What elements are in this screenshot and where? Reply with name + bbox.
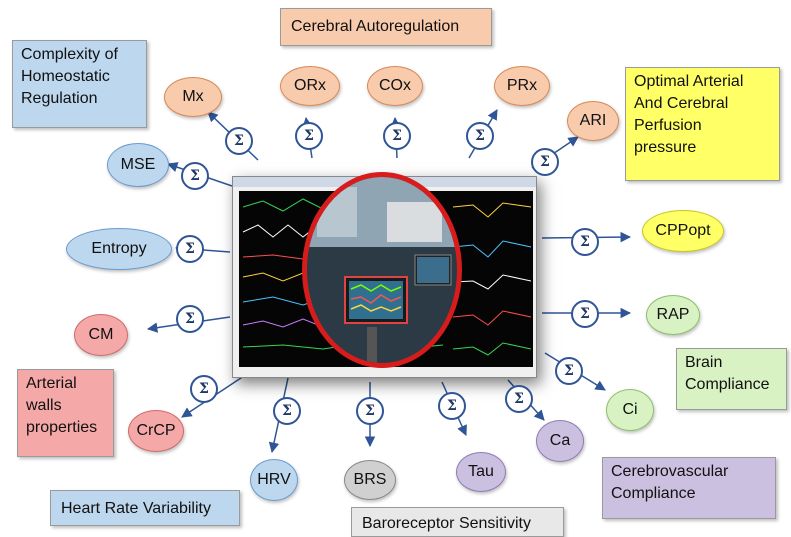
box-heart-rate-variability: Heart Rate Variability [50,490,240,526]
icu-photo-illustration [307,177,457,363]
icu-monitor-photo [302,172,462,368]
box-brain-compliance: Brain Compliance [676,348,787,410]
node-ca: Ca [536,420,584,462]
sigma-icon-brs: Σ [356,397,384,425]
box-cerebral-autoregulation: Cerebral Autoregulation [280,8,492,46]
node-ari: ARI [567,101,619,141]
sigma-icon-hrv: Σ [273,397,301,425]
node-cox: COx [367,66,423,106]
sigma-icon-ari: Σ [531,148,559,176]
node-hrv: HRV [250,459,298,501]
node-entropy: Entropy [66,228,172,270]
box-baroreceptor-sensitivity: Baroreceptor Sensitivity [351,507,564,537]
node-crcp: CrCP [128,410,184,452]
node-tau: Tau [456,452,506,492]
sigma-icon-ca: Σ [505,385,533,413]
node-ci: Ci [606,389,654,431]
sigma-icon-cppopt: Σ [571,228,599,256]
node-rap: RAP [646,295,700,335]
sigma-icon-mse: Σ [181,162,209,190]
node-orx: ORx [280,66,340,106]
sigma-icon-mx: Σ [225,127,253,155]
sigma-icon-cm: Σ [176,305,204,333]
sigma-icon-tau: Σ [438,392,466,420]
node-brs: BRS [344,460,396,500]
node-prx: PRx [494,66,550,106]
box-complexity-homeostatic-regulation: Complexity of Homeostatic Regulation [12,40,147,128]
sigma-icon-ci: Σ [555,357,583,385]
node-mx: Mx [164,77,222,117]
sigma-icon-cox: Σ [383,122,411,150]
box-arterial-walls-properties: Arterial walls properties [17,369,114,457]
node-mse: MSE [107,143,169,187]
sigma-icon-rap: Σ [571,300,599,328]
sigma-icon-crcp: Σ [190,375,218,403]
node-cppopt: CPPopt [642,210,724,252]
sigma-icon-entropy: Σ [176,235,204,263]
sigma-icon-prx: Σ [466,122,494,150]
box-optimal-perfusion-pressure: Optimal Arterial And Cerebral Perfusion … [625,67,780,181]
box-cerebrovascular-compliance: Cerebrovascular Compliance [602,457,776,519]
sigma-icon-orx: Σ [295,122,323,150]
node-cm: CM [74,314,128,356]
